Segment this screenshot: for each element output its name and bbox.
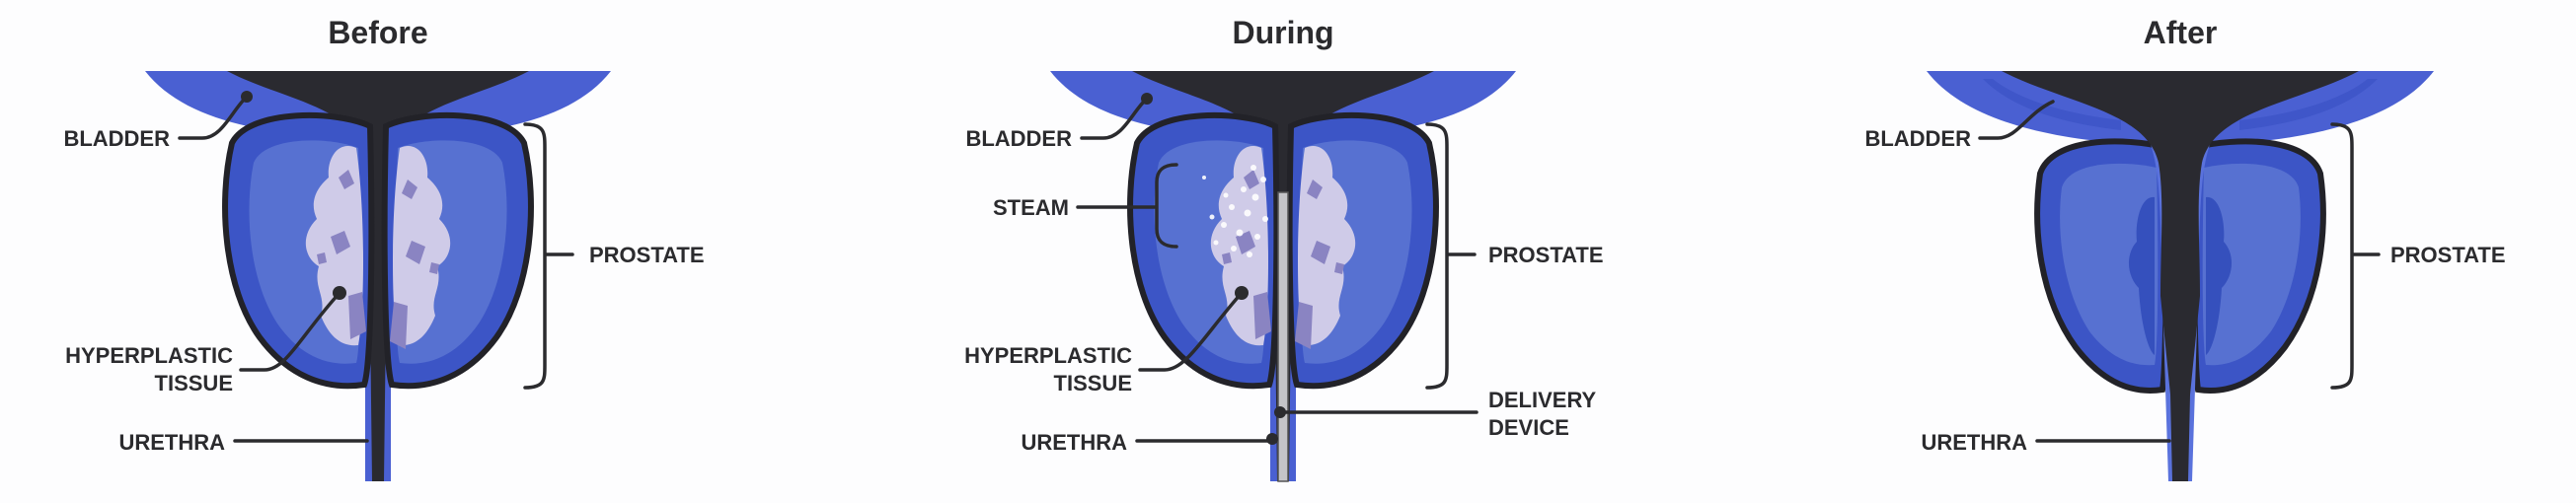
label-hyperplastic: HYPERPLASTIC [65,343,233,368]
panel-after: After BLADDER PROSTATE URETHRA [1864,15,2506,481]
label-bladder: BLADDER [1864,126,1971,151]
panel-title: During [1232,15,1333,50]
label-delivery: DELIVERY [1488,388,1597,412]
label-steam: STEAM [993,195,1069,220]
label-bladder: BLADDER [965,126,1072,151]
anatomy [1050,71,1516,482]
delivery-device [1277,191,1289,482]
panel-during: During BLADDER STEAM PROSTATE HYPERPLAST… [964,15,1604,482]
steam-dots [1202,165,1268,257]
label-tissue: TISSUE [155,371,233,395]
panel-title: After [2144,15,2218,50]
label-bladder: BLADDER [63,126,170,151]
anatomy [1927,71,2434,481]
label-tissue: TISSUE [1054,371,1132,395]
label-device: DEVICE [1488,415,1569,440]
label-prostate: PROSTATE [1488,243,1604,267]
label-urethra: URETHRA [1921,430,2027,455]
label-prostate: PROSTATE [2390,243,2506,267]
panel-title: Before [328,15,427,50]
label-urethra: URETHRA [1021,430,1127,455]
panel-before: Before BLADDER PROSTATE HYPERPLASTIC TIS… [63,15,705,481]
label-urethra: URETHRA [118,430,225,455]
label-prostate: PROSTATE [589,243,705,267]
label-hyperplastic: HYPERPLASTIC [964,343,1132,368]
